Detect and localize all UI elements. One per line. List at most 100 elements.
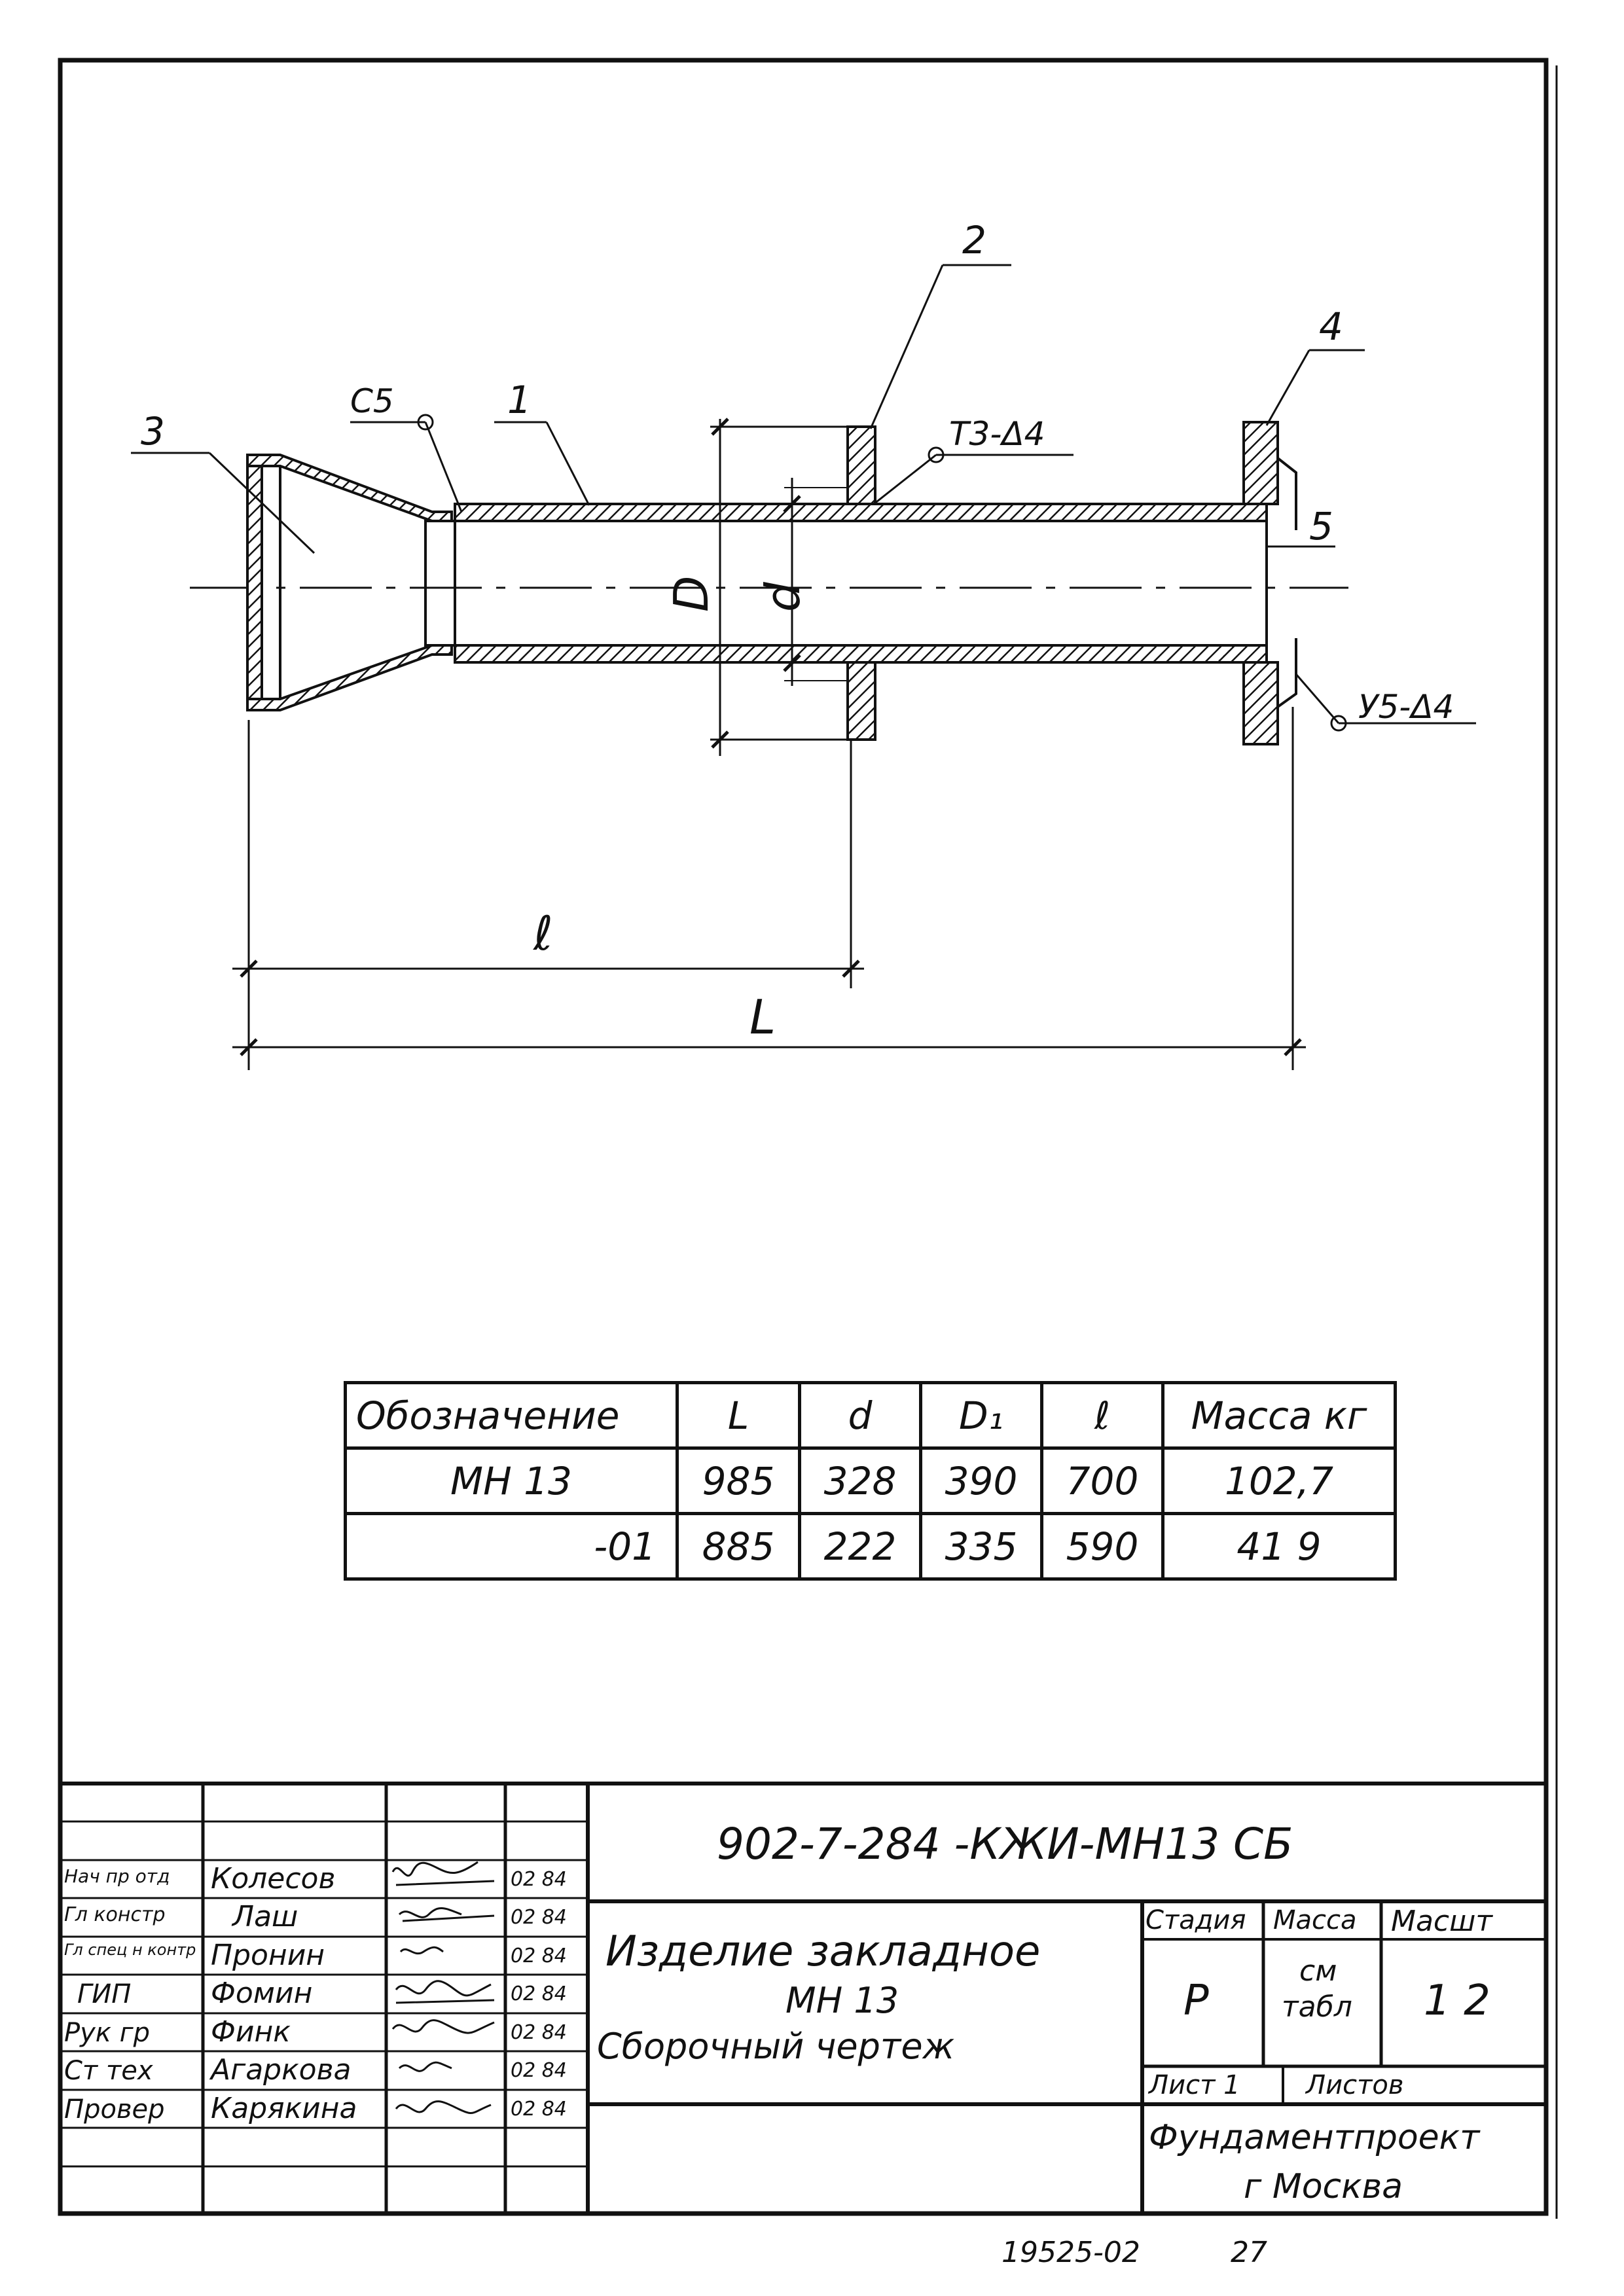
scale-header: Масшт: [1391, 1905, 1493, 1938]
spec-cell: 590: [1040, 1512, 1164, 1581]
person-name: Карякина: [211, 2092, 357, 2125]
leader-2-diag: [869, 264, 944, 429]
leader-1-diag: [545, 422, 590, 506]
sheets-label: Листов: [1306, 2070, 1404, 2100]
leader-4-diag: [1265, 350, 1310, 426]
role-label: Ст тех: [64, 2056, 153, 2086]
dim-d-small-tick-bottom: [783, 654, 801, 672]
sign-date: 02 84: [511, 1868, 567, 1891]
weld-mark-c5: [417, 414, 434, 431]
signature-4: [395, 1980, 495, 2004]
callout-2: 2: [962, 218, 986, 262]
plate-bevel-bottom: [1276, 638, 1297, 708]
callout-1: 1: [507, 378, 532, 422]
signature-1: [391, 1861, 495, 1886]
table-row: МН 13 985 328 390 700 102,7: [344, 1446, 1397, 1515]
role-label: Гл спец н контр: [64, 1941, 196, 1959]
dim-label-d-big: D: [664, 575, 719, 612]
dim-l-small-tick-right: [842, 960, 860, 978]
dim-label-l-small: ℓ: [533, 906, 553, 961]
role-label: Провер: [64, 2094, 165, 2125]
scale-value: 1 2: [1424, 1977, 1490, 2025]
person-name: Фомин: [211, 1977, 313, 2010]
dim-d-big-tick-bottom: [711, 730, 729, 749]
signature-6: [398, 2061, 452, 2072]
sign-date: 02 84: [511, 1906, 567, 1929]
document-code: 902-7-284 -КЖИ-МН13 СБ: [717, 1819, 1293, 1869]
part-1-pipe-bottom-wall: [454, 644, 1268, 664]
leader-c5-diag: [424, 422, 463, 512]
title-block-grid: [60, 1782, 1546, 2214]
dim-l-big-tick-right: [1284, 1038, 1302, 1056]
footer-number: 19525-02: [1001, 2236, 1140, 2269]
sheet-frame: [58, 58, 1549, 2216]
weld-mark-t3: [928, 446, 945, 463]
plate-bevel-top: [1276, 457, 1297, 530]
signature-2: [398, 1907, 495, 1922]
mass-header: Масса: [1273, 1905, 1357, 1935]
spec-cell: 102,7: [1161, 1446, 1397, 1515]
mass-value-2: табл: [1282, 1990, 1352, 2024]
signatures: [391, 1861, 495, 2114]
item-title-line3: Сборочный чертеж: [597, 2026, 955, 2067]
part-2-flange-bottom: [846, 661, 876, 741]
spec-cell: 328: [798, 1446, 922, 1515]
spec-cell: -01: [344, 1512, 679, 1581]
item-title-line2: МН 13: [785, 1980, 899, 2021]
spec-header-D1: D₁: [919, 1381, 1043, 1450]
sign-date: 02 84: [511, 1982, 567, 2005]
dim-label-d-small: d: [755, 582, 810, 612]
spec-header-designation: Обозначение: [344, 1381, 679, 1450]
spec-cell: 700: [1040, 1446, 1164, 1515]
weld-mark-u5: [1330, 715, 1347, 732]
role-label: Нач пр отд: [64, 1865, 170, 1887]
person-name: Агаркова: [211, 2053, 352, 2087]
sheet-label: Лист 1: [1149, 2070, 1240, 2100]
weld-note-c5: С5: [350, 382, 394, 420]
part-4-plate-bottom: [1242, 661, 1279, 745]
dim-l-big-tick-left: [240, 1038, 258, 1056]
callout-5: 5: [1309, 504, 1333, 548]
sign-date: 02 84: [511, 2021, 567, 2044]
signature-7: [395, 2100, 492, 2114]
mass-value-1: см: [1299, 1954, 1337, 1988]
assembly-drawing: [131, 264, 1476, 1070]
role-label: ГИП: [77, 1979, 132, 2009]
weld-note-t3: Т3-Δ4: [949, 415, 1045, 453]
dim-d-big-tick-top: [711, 418, 729, 436]
spec-header-d: d: [798, 1381, 922, 1450]
signature-3: [399, 1946, 444, 1955]
spec-header-l: ℓ: [1040, 1381, 1164, 1450]
spec-header-L: L: [676, 1381, 801, 1450]
specification-table: Обозначение L d D₁ ℓ Масса кг МН 13 985 …: [344, 1381, 1397, 1581]
spec-cell: МН 13: [344, 1446, 679, 1515]
dim-l-small-tick-left: [240, 960, 258, 978]
part-3-funnel-top: [246, 454, 453, 522]
leader-u5-diag: [1295, 673, 1340, 724]
part-3-funnel-rim: [246, 465, 263, 700]
role-label: Гл констр: [64, 1903, 166, 1926]
part-1-pipe-top-wall: [454, 503, 1268, 522]
item-title-line1: Изделие закладное: [605, 1928, 1041, 1976]
spec-cell: 222: [798, 1512, 922, 1581]
footer-page: 27: [1231, 2236, 1267, 2269]
pipe-stub: [424, 520, 456, 647]
person-name: Финк: [211, 2015, 291, 2049]
person-name: Колесов: [211, 1862, 336, 1895]
spec-cell: 885: [676, 1512, 801, 1581]
organization-line1: Фундаментпроект: [1149, 2118, 1480, 2157]
sign-date: 02 84: [511, 1945, 567, 1967]
stage-header: Стадия: [1146, 1905, 1246, 1935]
part-3-funnel-bottom: [246, 644, 453, 711]
sign-date: 02 84: [511, 2059, 567, 2082]
person-name: Лаш: [232, 1900, 298, 1933]
spec-cell: 41 9: [1161, 1512, 1397, 1581]
callout-3: 3: [141, 409, 165, 454]
table-row: -01 885 222 335 590 41 9: [344, 1512, 1397, 1581]
spec-cell: 985: [676, 1446, 801, 1515]
part-2-flange-top: [846, 425, 876, 505]
callout-4: 4: [1319, 304, 1343, 349]
role-label: Рук гр: [64, 2018, 151, 2048]
leader-t3-diag: [873, 454, 937, 505]
